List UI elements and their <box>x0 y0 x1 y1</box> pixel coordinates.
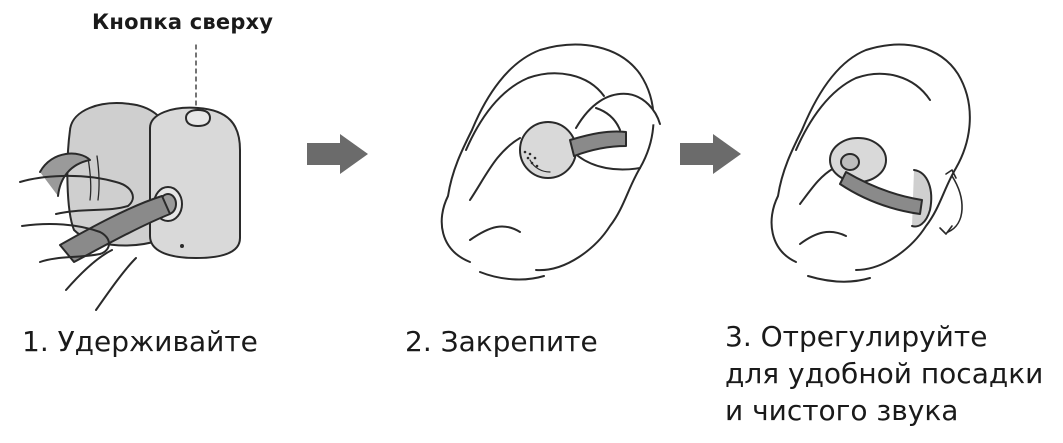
hand-holding-earbud-icon <box>19 44 241 311</box>
step-1-label: 1. Удерживайте <box>22 325 258 358</box>
step-3-line-1: 3. Отрегулируйте <box>725 320 988 353</box>
earbud-adjust-icon <box>770 43 971 283</box>
step-3-line-3: и чистого звука <box>725 394 959 427</box>
next-arrow-icon <box>307 134 368 174</box>
earbud-insertion-icon <box>440 43 661 281</box>
top-button-icon <box>185 109 211 127</box>
top-button-callout: Кнопка сверху <box>92 10 274 34</box>
step-2-label: 2. Закрепите <box>405 325 598 358</box>
step-3-line-2: для удобной посадки <box>725 357 1044 390</box>
next-arrow-icon <box>680 134 741 174</box>
step-3-label: 3. Отрегулируйте для удобной посадки и ч… <box>725 318 1043 429</box>
